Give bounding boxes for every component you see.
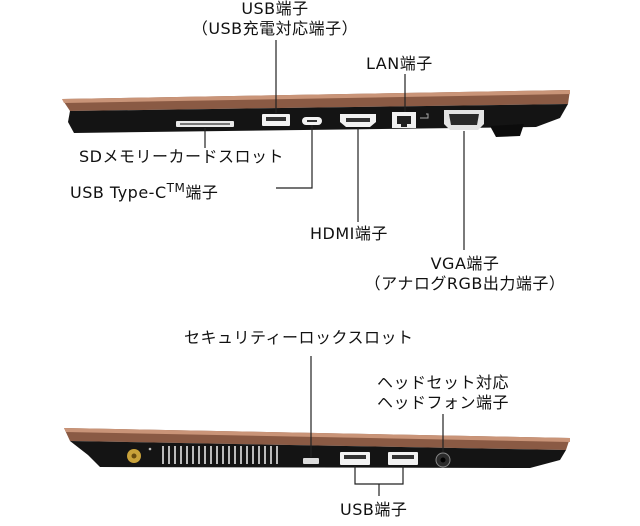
bottom-laptop-side — [64, 428, 570, 468]
usbc-label-suffix: 端子 — [185, 183, 219, 202]
bottom-usb-label: USB端子 — [340, 500, 408, 519]
headset-label-line2: ヘッドフォン端子 — [376, 393, 509, 412]
usbc-label-tm: TM — [166, 181, 186, 195]
usb-bracket-line — [354, 466, 404, 485]
headset-label-line1: ヘッドセット対応 — [376, 373, 509, 392]
vga-label-line2: （アナログRGB出力端子） — [364, 274, 566, 293]
air-vents — [162, 446, 278, 464]
lan-label: LAN端子 — [366, 54, 433, 73]
vga-label-line1: VGA端子 — [430, 254, 500, 273]
top-callout-lines — [204, 40, 465, 250]
usb-label-line2: （USB充電対応端子） — [191, 19, 359, 38]
hdmi-label: HDMI端子 — [310, 224, 388, 243]
sd-slot-label: SDメモリーカードスロット — [79, 147, 284, 166]
usb-label: USB端子 （USB充電対応端子） — [170, 0, 380, 39]
headset-label: ヘッドセット対応 ヘッドフォン端子 — [358, 373, 528, 413]
vga-label: VGA端子 （アナログRGB出力端子） — [340, 254, 590, 294]
usbc-callout-line — [276, 125, 313, 189]
usbc-label: USB Type-CTM端子 — [70, 178, 218, 203]
usbc-label-main: USB Type-C — [70, 183, 167, 202]
security-lock-slot — [303, 458, 319, 464]
bottom-callout-lines — [310, 356, 444, 496]
security-slot-label: セキュリティーロックスロット — [184, 328, 414, 347]
top-laptop-side — [62, 90, 570, 137]
usb-label-line1: USB端子 — [241, 0, 309, 18]
